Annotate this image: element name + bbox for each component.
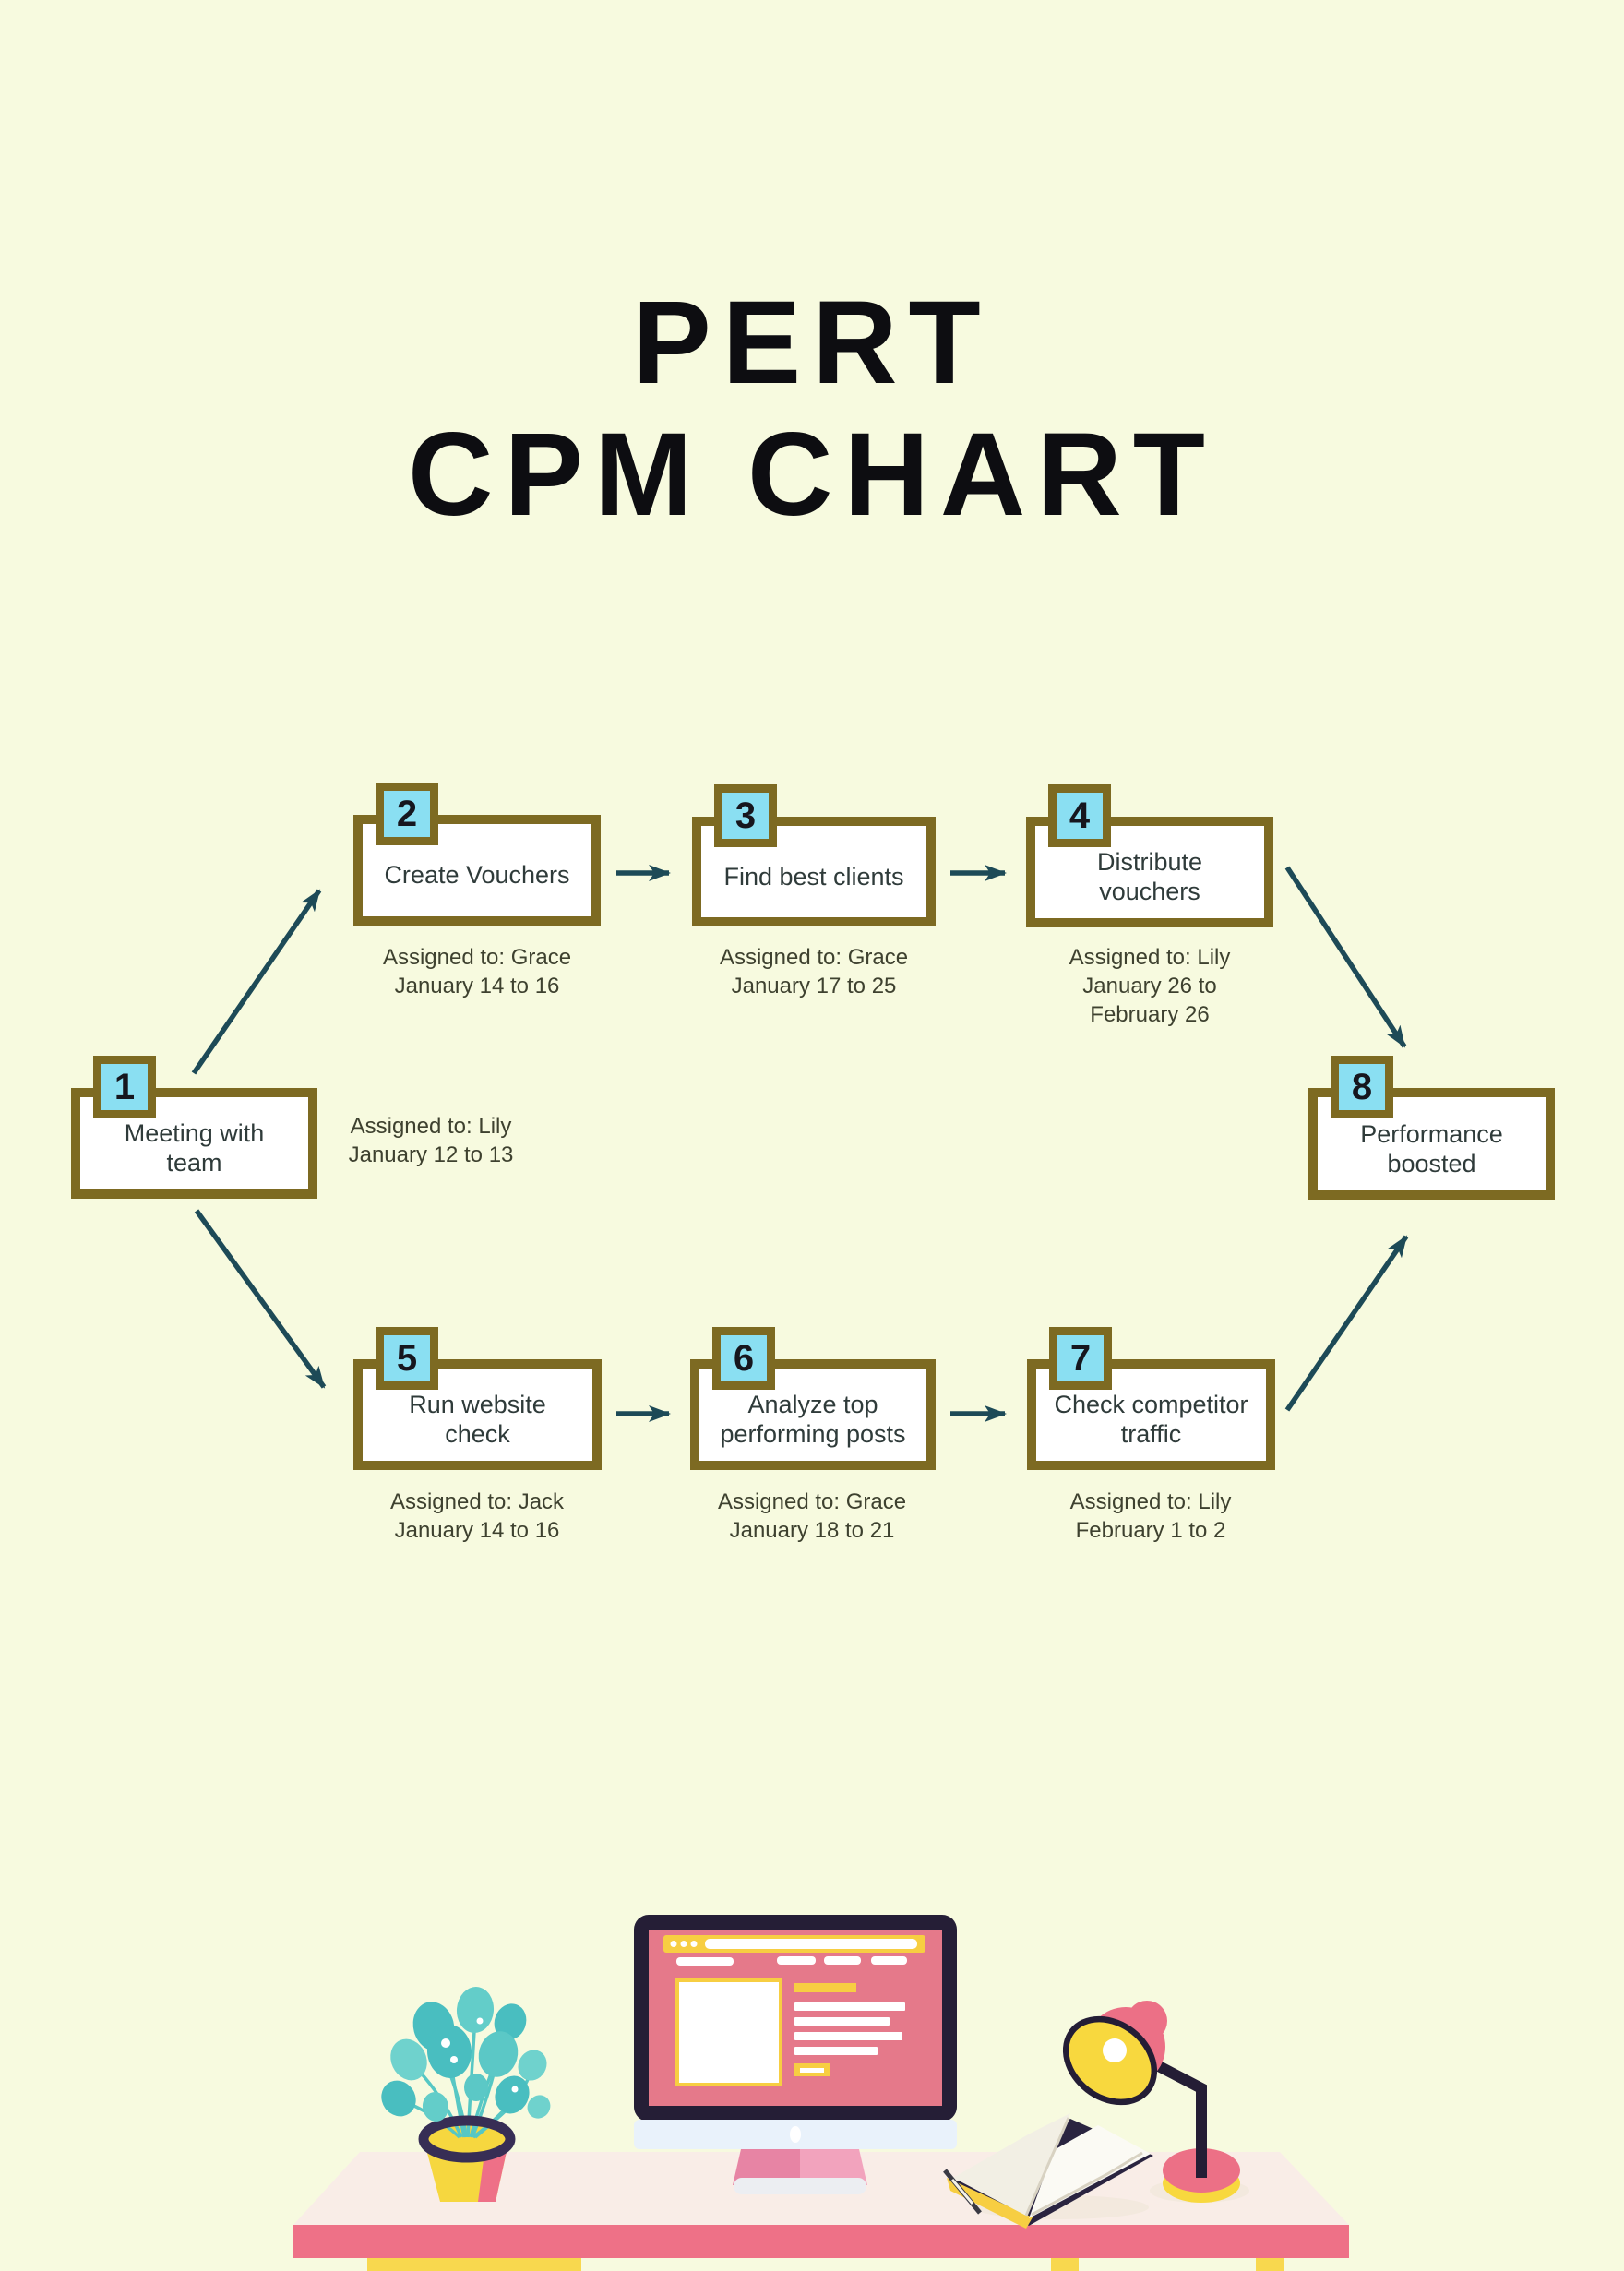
node-6-number-badge: 6: [712, 1327, 775, 1390]
node-4-dates: January 26 to February 26: [1082, 974, 1217, 1028]
node-6-assigned-to: Assigned to: Grace: [717, 1489, 907, 1514]
node-2-dates: January 14 to 16: [394, 974, 560, 999]
node-6-label: Analyze top performing posts: [720, 1391, 906, 1448]
node-1-label: Meeting with team: [124, 1119, 265, 1177]
node-6-analyze-top-posts: 6 Analyze top performing posts: [690, 1327, 936, 1470]
node-2-assignment: Assigned to: Grace January 14 to 16: [339, 943, 615, 1000]
lamp-bulb: [1103, 2038, 1127, 2062]
node-4-label: Distribute vouchers: [1096, 848, 1203, 905]
node-2-assigned-to: Assigned to: Grace: [382, 945, 572, 970]
node-4-number-badge: 4: [1048, 784, 1111, 847]
node-7-assignment: Assigned to: Lily February 1 to 2: [1012, 1488, 1289, 1545]
book-illustration: [943, 2113, 1153, 2229]
arrow-1-5: [194, 1209, 327, 1389]
desk-illustration: [293, 1915, 1349, 2271]
lamp-illustration: [1062, 2001, 1249, 2203]
node-6-assignment: Assigned to: Grace January 18 to 21: [674, 1488, 950, 1545]
arrow-7-8: [1284, 1235, 1409, 1412]
node-5-assigned-to: Assigned to: Jack: [389, 1489, 565, 1514]
node-5-assignment: Assigned to: Jack January 14 to 16: [339, 1488, 615, 1545]
node-1-meeting-with-team: 1 Meeting with team: [71, 1056, 317, 1199]
node-7-number-badge: 7: [1049, 1327, 1112, 1390]
node-5-number-badge: 5: [376, 1327, 438, 1390]
node-8-label: Performance boosted: [1360, 1119, 1503, 1177]
node-6-dates: January 18 to 21: [729, 1518, 895, 1544]
title-line-2: CPM CHART: [408, 409, 1216, 542]
computer-illustration: [634, 1915, 957, 2194]
node-5-run-website-check: 5 Run website check: [353, 1327, 602, 1470]
node-2-number-badge: 2: [376, 783, 438, 845]
node-8-performance-boosted: 8 Performance boosted: [1308, 1056, 1555, 1200]
node-2-create-vouchers: 2 Create Vouchers: [353, 783, 601, 926]
arrow-1-2: [191, 889, 322, 1075]
node-1-dates: January 12 to 13: [348, 1142, 514, 1168]
node-3-find-best-clients: 3 Find best clients: [692, 784, 936, 926]
arrow-4-8: [1284, 866, 1407, 1048]
node-7-label: Check competitor traffic: [1054, 1391, 1248, 1448]
node-4-assigned-to: Assigned to: Lily: [1069, 945, 1231, 970]
node-1-number-badge: 1: [93, 1056, 156, 1118]
node-7-check-competitor-traffic: 7 Check competitor traffic: [1027, 1327, 1275, 1470]
node-3-assignment: Assigned to: Grace January 17 to 25: [675, 943, 952, 1000]
node-3-assigned-to: Assigned to: Grace: [719, 945, 909, 970]
node-3-number-badge: 3: [714, 784, 777, 847]
node-4-distribute-vouchers: 4 Distribute vouchers: [1026, 784, 1273, 927]
node-2-label: Create Vouchers: [384, 861, 570, 890]
node-1-assignment: Assigned to: Lily January 12 to 13: [325, 1112, 537, 1169]
node-5-dates: January 14 to 16: [394, 1518, 560, 1544]
node-7-dates: February 1 to 2: [1075, 1518, 1226, 1544]
page-title: PERT CPM CHART: [0, 277, 1624, 542]
node-5-label: Run website check: [409, 1391, 546, 1448]
node-4-assignment: Assigned to: Lily January 26 to February…: [1039, 943, 1260, 1030]
node-7-assigned-to: Assigned to: Lily: [1069, 1489, 1232, 1514]
browser-mockup: [663, 1935, 925, 2086]
node-3-dates: January 17 to 25: [731, 974, 897, 999]
node-3-label: Find best clients: [723, 862, 904, 890]
node-8-number-badge: 8: [1331, 1056, 1393, 1118]
title-line-1: PERT: [632, 277, 992, 409]
monitor-camera-dot: [790, 2126, 801, 2143]
plant-leaves: [381, 1987, 551, 2122]
node-1-assigned-to: Assigned to: Lily: [350, 1114, 512, 1139]
potted-plant-illustration: [381, 1987, 551, 2202]
